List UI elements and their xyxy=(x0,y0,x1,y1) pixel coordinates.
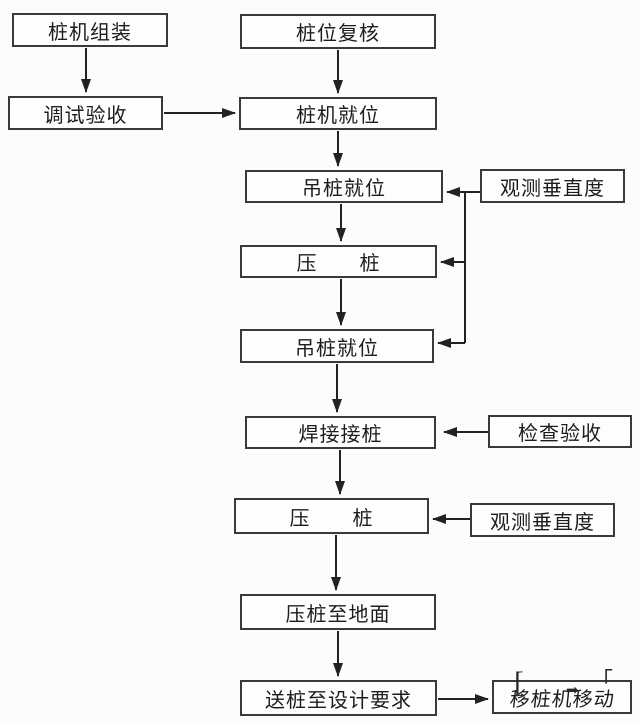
node-pile-rig-in-place: 桩机就位 xyxy=(239,97,437,130)
node-inspection-acceptance: 检查验收 xyxy=(488,415,632,448)
node-label: 压 桩 xyxy=(296,253,381,275)
node-observe-verticality-1: 观测垂直度 xyxy=(480,169,625,203)
node-label: 压 桩 xyxy=(289,507,374,530)
node-hoist-pile-in-place-2: 吊桩就位 xyxy=(240,329,434,363)
node-weld-pile-splice: 焊接接桩 xyxy=(245,416,436,449)
node-label: 检查验收 xyxy=(518,423,602,445)
node-hoist-pile-in-place-1: 吊桩就位 xyxy=(245,170,443,203)
node-label: 压桩至地面 xyxy=(285,603,391,626)
node-press-pile-1: 压 桩 xyxy=(240,245,437,278)
node-press-pile-2: 压 桩 xyxy=(234,498,429,534)
node-label: 桩机就位 xyxy=(296,105,380,127)
node-label: 吊桩就位 xyxy=(295,337,379,360)
node-observe-verticality-2: 观测垂直度 xyxy=(470,503,615,537)
node-label: 移桩机移动 xyxy=(508,688,616,711)
node-label: 桩机组装 xyxy=(48,21,132,44)
node-pile-rig-assembly: 桩机组装 xyxy=(12,13,168,47)
node-label: 送桩至设计要求 xyxy=(265,689,412,712)
node-press-pile-to-ground: 压桩至地面 xyxy=(240,594,436,630)
node-label: 调试验收 xyxy=(43,104,128,127)
node-send-pile-to-design: 送桩至设计要求 xyxy=(240,680,437,716)
node-pile-position-recheck: 桩位复核 xyxy=(240,14,436,49)
node-label: 焊接接桩 xyxy=(298,424,383,446)
node-label: 观测垂直度 xyxy=(490,511,595,534)
node-debug-and-acceptance: 调试验收 xyxy=(8,96,163,130)
node-label: 桩位复核 xyxy=(296,23,380,45)
node-label: 吊桩就位 xyxy=(302,178,386,200)
node-move-pile-rig: 移桩机移动 xyxy=(492,680,632,714)
node-label: 观测垂直度 xyxy=(500,177,605,200)
